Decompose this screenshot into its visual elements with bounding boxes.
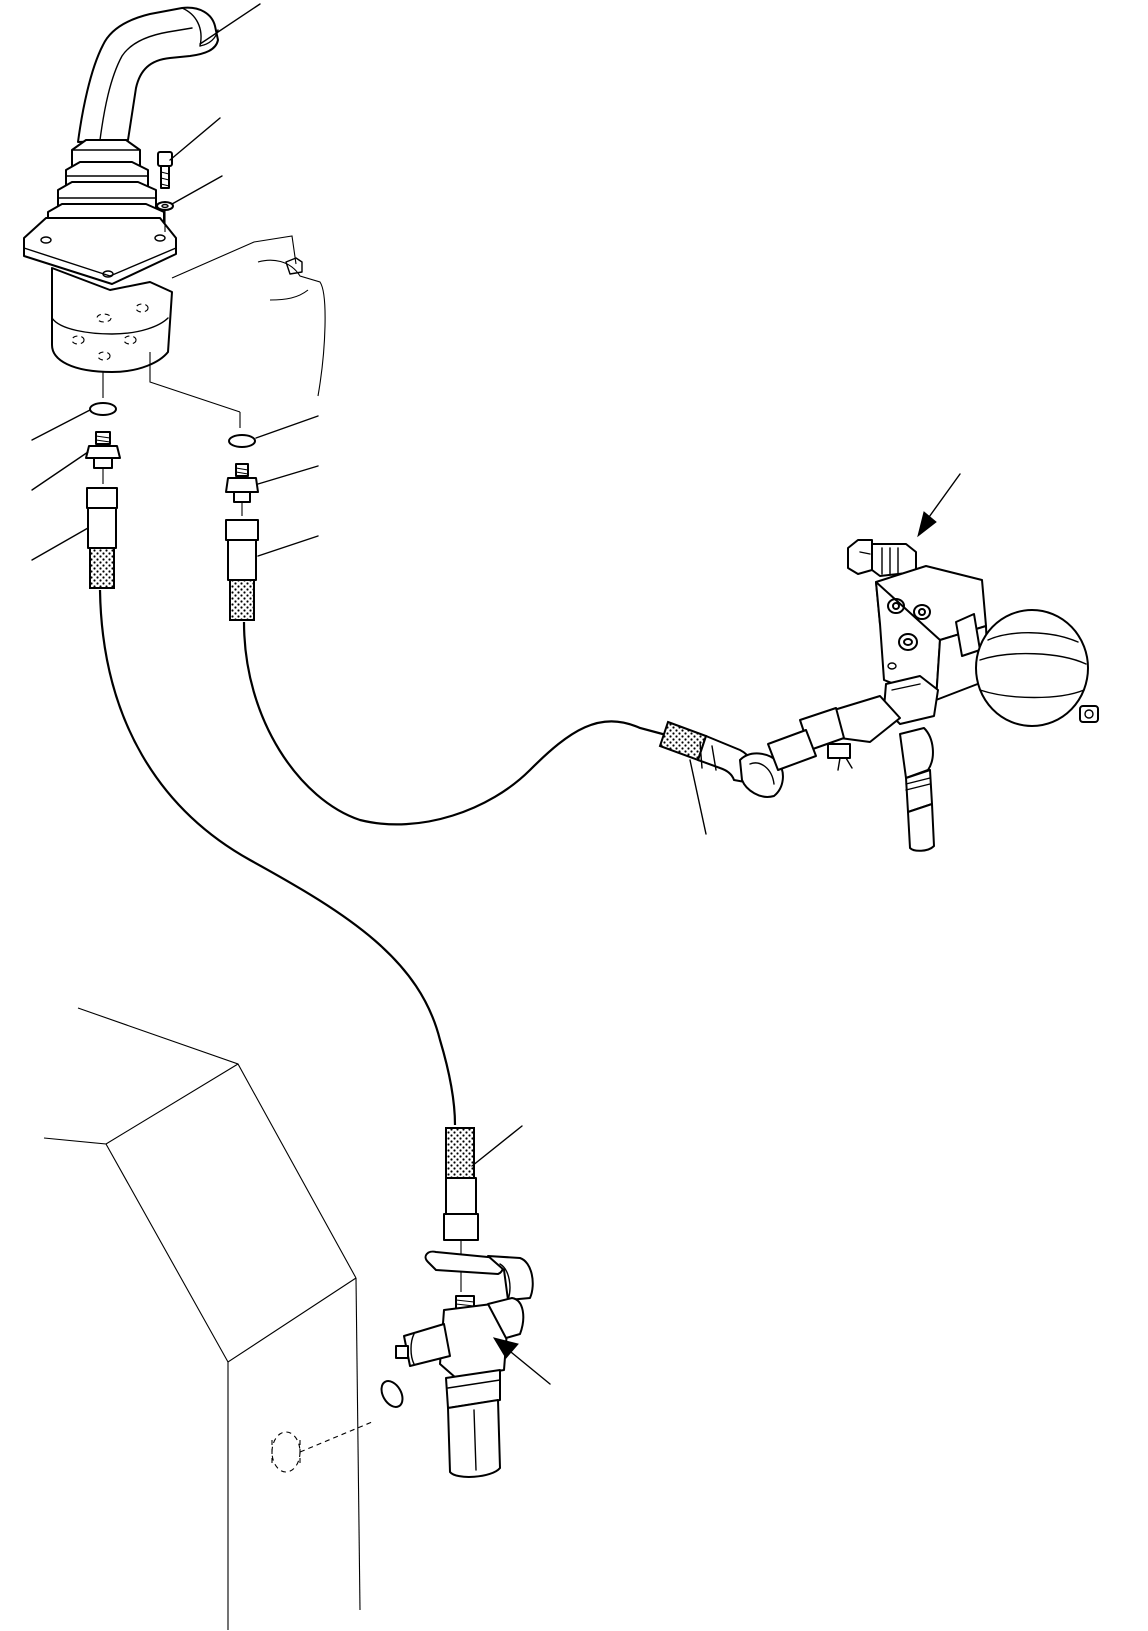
joystick-lever (77, 6, 219, 143)
hose-fitting-lower (443, 1127, 479, 1292)
control-valve-housing (43, 1007, 373, 1630)
solenoid-valve-block (767, 539, 989, 852)
o-ring-left (89, 372, 117, 416)
pilot-hose-b (242, 621, 671, 826)
leader-line-elbow (689, 759, 707, 835)
arrow-pointer-tee-fitting (492, 1337, 551, 1385)
leader-line-o-ring-left (31, 409, 91, 441)
leader-line-bolt (169, 117, 221, 161)
washer (156, 201, 174, 232)
leader-line-lever (199, 3, 261, 45)
o-ring-lower (380, 1380, 404, 1408)
leader-line-fitting-right (257, 535, 319, 557)
tee-fitting-upper (424, 1250, 534, 1301)
mounting-bolt (157, 151, 173, 189)
leader-line-fitting-left (31, 527, 89, 561)
leader-line-adapter-left (31, 451, 89, 491)
accumulator (955, 609, 1099, 727)
hose-fitting-left (86, 468, 118, 589)
leader-line-fitting-lower (471, 1125, 523, 1167)
valve-body (51, 267, 241, 413)
leader-line-adapter-right (257, 465, 319, 485)
tee-fitting-lower (395, 1295, 525, 1478)
adapter-right (225, 463, 259, 503)
console-outline (171, 235, 326, 397)
arrow-pointer-valve-block (917, 473, 961, 538)
hose-fitting-right (225, 502, 259, 621)
adapter-left (85, 431, 121, 469)
leader-line-o-ring-right (255, 415, 319, 439)
pilot-hose-a (98, 589, 457, 1126)
joystick-boot (23, 139, 177, 285)
o-ring-right (228, 412, 256, 448)
leader-line-washer (171, 175, 223, 205)
elbow-fitting (658, 720, 784, 798)
leader-lines (31, 3, 707, 1167)
